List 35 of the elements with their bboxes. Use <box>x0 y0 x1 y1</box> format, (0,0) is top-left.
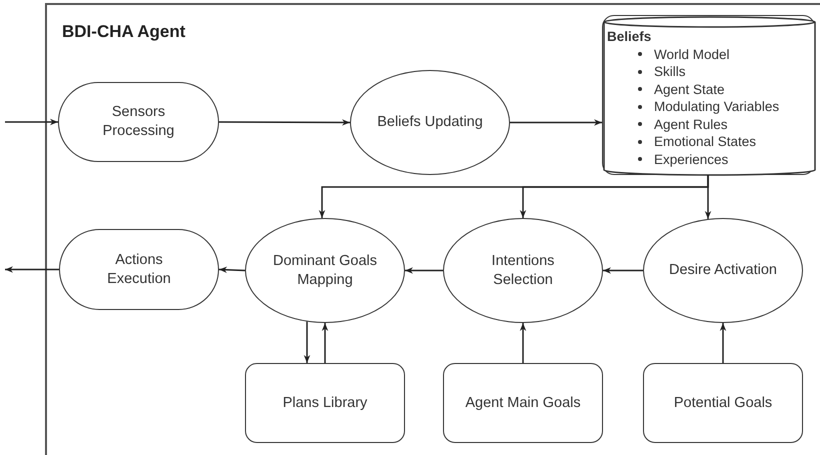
arrow <box>322 323 328 363</box>
node-label: Agent Main Goals <box>465 394 581 412</box>
node-label: Plans Library <box>282 394 368 412</box>
arrow <box>520 323 526 363</box>
arrow <box>510 119 602 126</box>
process-box <box>245 363 405 443</box>
arrow <box>304 322 310 363</box>
arrow <box>5 118 58 126</box>
node-label: Potential Goals <box>674 394 772 412</box>
process-box <box>643 363 803 443</box>
arrow <box>218 266 246 273</box>
list-item: Experiences <box>654 150 728 168</box>
list-item: Modulating Variables <box>654 98 780 116</box>
node-label: Sensors Processing <box>102 103 176 141</box>
node-label: Intentions Selection <box>490 252 556 290</box>
database-cylinder <box>602 15 815 175</box>
arrow <box>5 266 59 273</box>
cylinder-heading: Beliefs <box>607 28 652 46</box>
arrow <box>219 119 350 126</box>
arrow <box>603 267 643 274</box>
process-box <box>443 363 603 443</box>
list-item: World Model <box>654 46 730 63</box>
node-label: Desire Activation <box>669 261 777 280</box>
arrow <box>720 323 726 363</box>
list-item: Agent Rules <box>654 116 728 133</box>
arrow <box>704 175 712 219</box>
arrow <box>405 267 443 274</box>
node-label: Actions Execution <box>106 250 172 288</box>
agent-title: BDI-CHA Agent <box>62 21 186 43</box>
node-label: Dominant Goals Mapping <box>272 252 378 290</box>
node-label: Beliefs Updating <box>377 113 483 132</box>
list-item: Skills <box>654 63 686 80</box>
list-item: Emotional States <box>654 133 756 150</box>
list-item: Agent State <box>654 80 725 98</box>
agent-frame <box>45 3 820 455</box>
